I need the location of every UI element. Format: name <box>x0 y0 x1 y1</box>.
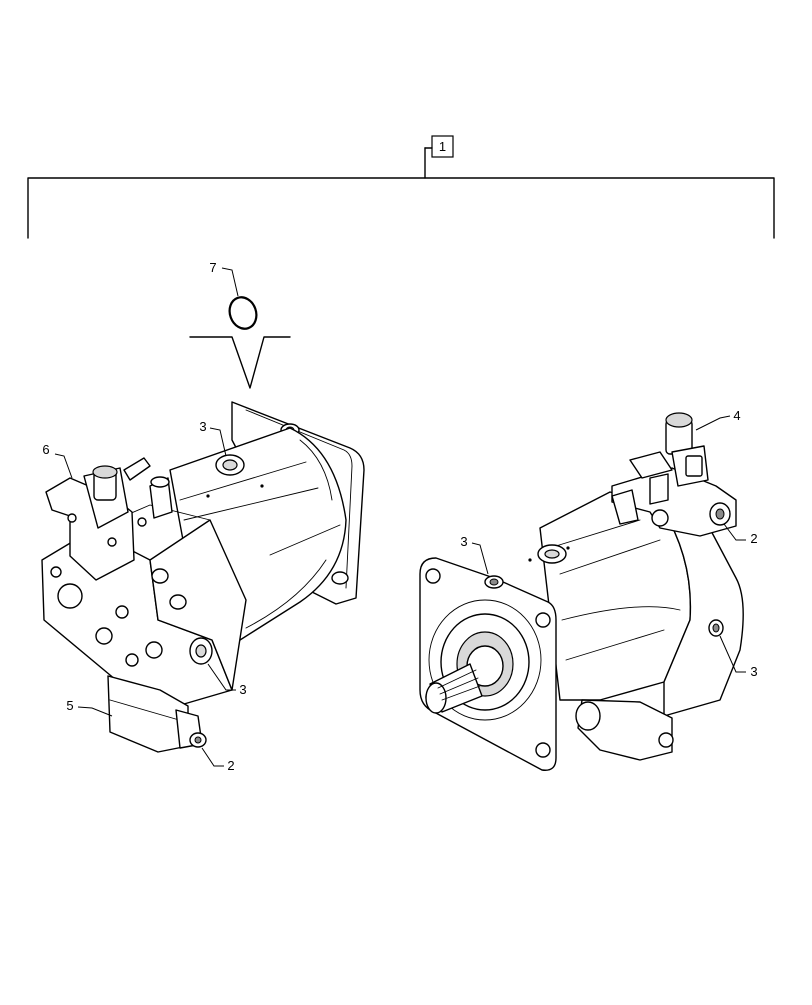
left-hydraulic-motor <box>41 401 365 753</box>
callout-left-bottom-plug: 2 <box>227 758 234 773</box>
callout-right-side-plug: 3 <box>750 664 757 679</box>
callout-left-top-plug: 3 <box>199 419 206 434</box>
callout-o-ring: 7 <box>209 260 216 275</box>
callout-assembly: 1 <box>439 139 446 154</box>
left-callouts: 6 3 3 5 2 <box>42 419 246 773</box>
callout-right-valve-plug: 2 <box>750 531 757 546</box>
callout-right-top-plug: 3 <box>460 534 467 549</box>
callout-sensor: 4 <box>733 408 740 423</box>
right-hydraulic-motor <box>419 412 744 771</box>
callout-control-valve: 6 <box>42 442 49 457</box>
o-ring-part: 7 <box>189 260 291 389</box>
callout-left-side-plug: 3 <box>239 682 246 697</box>
right-callouts: 3 4 2 3 <box>460 408 757 679</box>
assembly-bracket: 1 <box>27 135 775 239</box>
callout-box-assembly <box>431 135 454 158</box>
callout-solenoid: 5 <box>66 698 73 713</box>
